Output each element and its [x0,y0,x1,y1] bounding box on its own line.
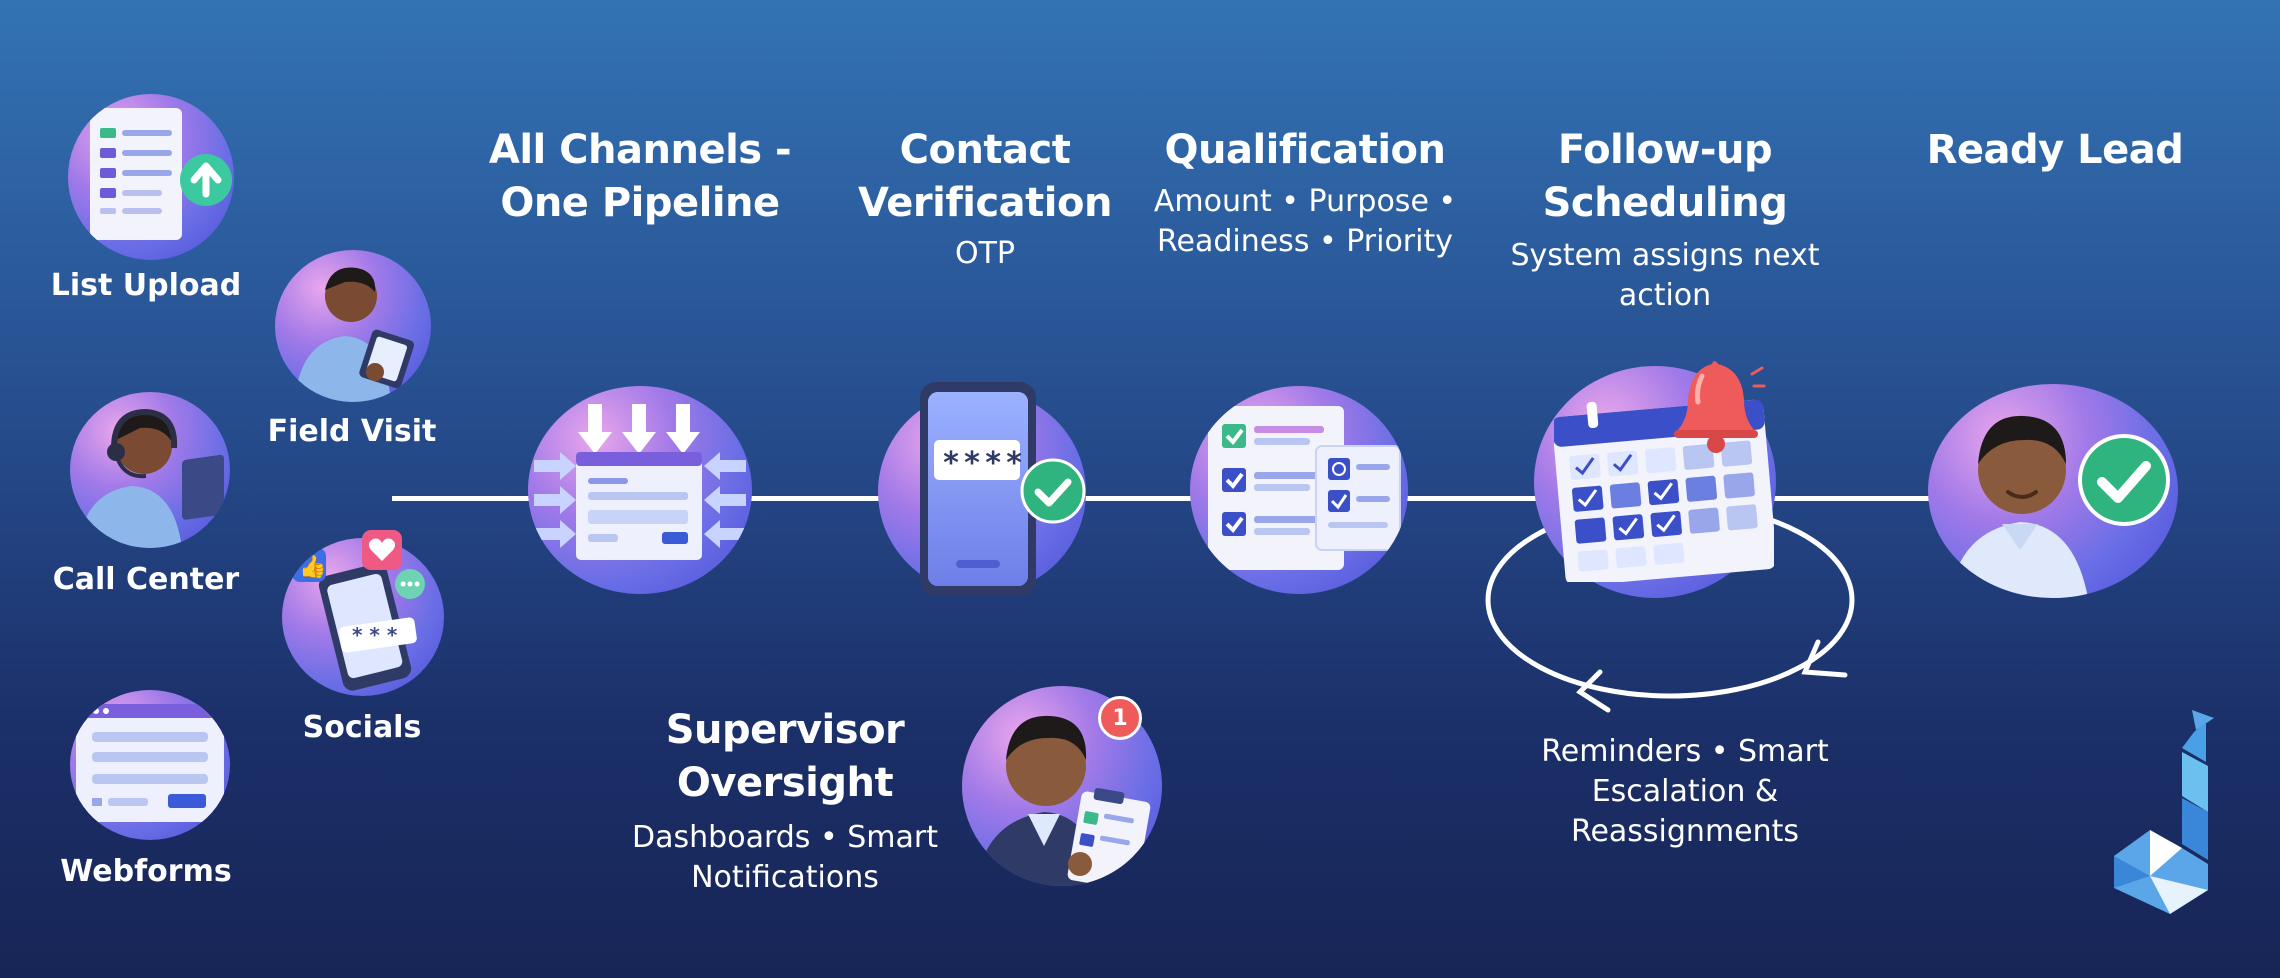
svg-text:👍: 👍 [299,554,326,580]
checklist-icon [1208,406,1401,570]
ready-lead-bubble [1928,384,2178,598]
check-badge-icon [1020,458,1086,524]
qualification-subtitle: Amount • Purpose • Readiness • Priority [1153,184,1457,259]
bell-icon [1674,361,1766,453]
channel-call-center-label: Call Center [52,562,240,597]
pipeline-line [392,496,1932,501]
pipeline-bubble [528,386,752,594]
agent-tablet-icon [295,267,415,402]
supervisor-title: Supervisor Oversight [665,707,905,806]
funnel-inbox-icon [534,404,746,560]
notification-count: 1 [1112,705,1128,731]
channel-list-upload-label: List Upload [50,268,242,303]
heart-icon [362,530,402,570]
channel-call-center-bubble [70,392,230,548]
followup-subtitle: System assigns next action [1510,238,1820,313]
channel-webforms-bubble [70,690,230,840]
loop-subtitle: Reminders • Smart Escalation & Reassignm… [1541,734,1829,849]
pipeline-title: All Channels - One Pipeline [488,127,792,226]
channel-list-upload-bubble [68,94,234,260]
ready-lead-person-icon [1950,415,2170,598]
webform-icon [76,704,224,822]
supervisor-bubble [962,686,1162,886]
supervisor-clipboard-icon [976,715,1151,886]
social-phone-icon: * * * 👍 [292,548,425,691]
supervisor-subtitle: Dashboards • Smart Notifications [632,820,938,895]
verification-title: Contact Verification [858,127,1112,226]
brand-logo [2114,710,2214,914]
ready-lead-title: Ready Lead [1926,127,2184,173]
notification-badge: 1 [1098,696,1142,740]
otp-mask: **** [942,446,1027,481]
document-upload-icon [90,108,232,240]
channel-socials-label: Socials [302,710,422,745]
channel-field-visit-label: Field Visit [267,414,437,449]
qualification-bubble [1190,386,1408,594]
headset-agent-icon [78,408,224,548]
channel-field-visit-bubble [275,250,431,402]
svg-text:* * *: * * * [352,623,398,647]
verification-subtitle: OTP [954,236,1016,271]
followup-title: Follow-up Scheduling [1542,127,1788,226]
phone-otp-icon [920,382,1036,596]
channel-webforms-label: Webforms [60,854,232,889]
qualification-title: Qualification [1164,127,1447,173]
